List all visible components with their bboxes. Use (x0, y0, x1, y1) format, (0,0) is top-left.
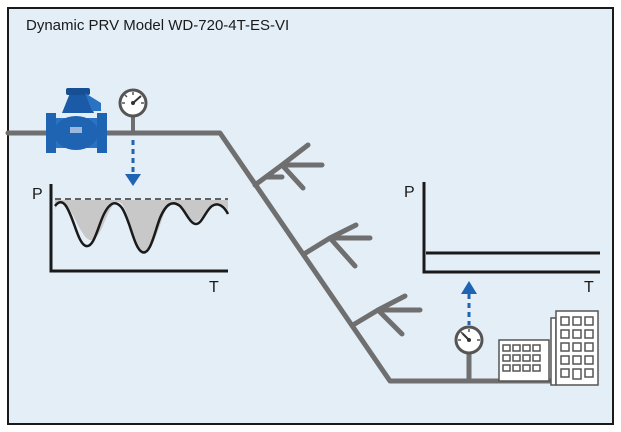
pipe-network (5, 130, 558, 384)
left-wave-line (54, 201, 230, 254)
left-axes (49, 184, 228, 273)
left-pressure-graph: P T (32, 184, 230, 296)
left-y-axis-label: P (32, 186, 43, 203)
arrow-down (125, 140, 141, 186)
right-axes (422, 182, 600, 274)
branch-1 (252, 142, 325, 191)
right-y-axis-label: P (404, 184, 415, 201)
branch-3 (350, 293, 423, 337)
branch-2 (301, 222, 373, 269)
pressure-gauge-icon (454, 325, 484, 355)
pressure-gauge-icon (118, 88, 148, 133)
left-x-axis-label: T (209, 279, 219, 296)
diagram-title: Dynamic PRV Model WD-720-4T-ES-VI (26, 17, 289, 34)
main-pipe (5, 130, 558, 384)
right-pressure-graph: P T (404, 182, 600, 296)
prv-valve-icon (46, 88, 107, 153)
right-x-axis-label: T (584, 279, 594, 296)
arrow-up (461, 281, 477, 325)
building-icon (498, 310, 599, 386)
